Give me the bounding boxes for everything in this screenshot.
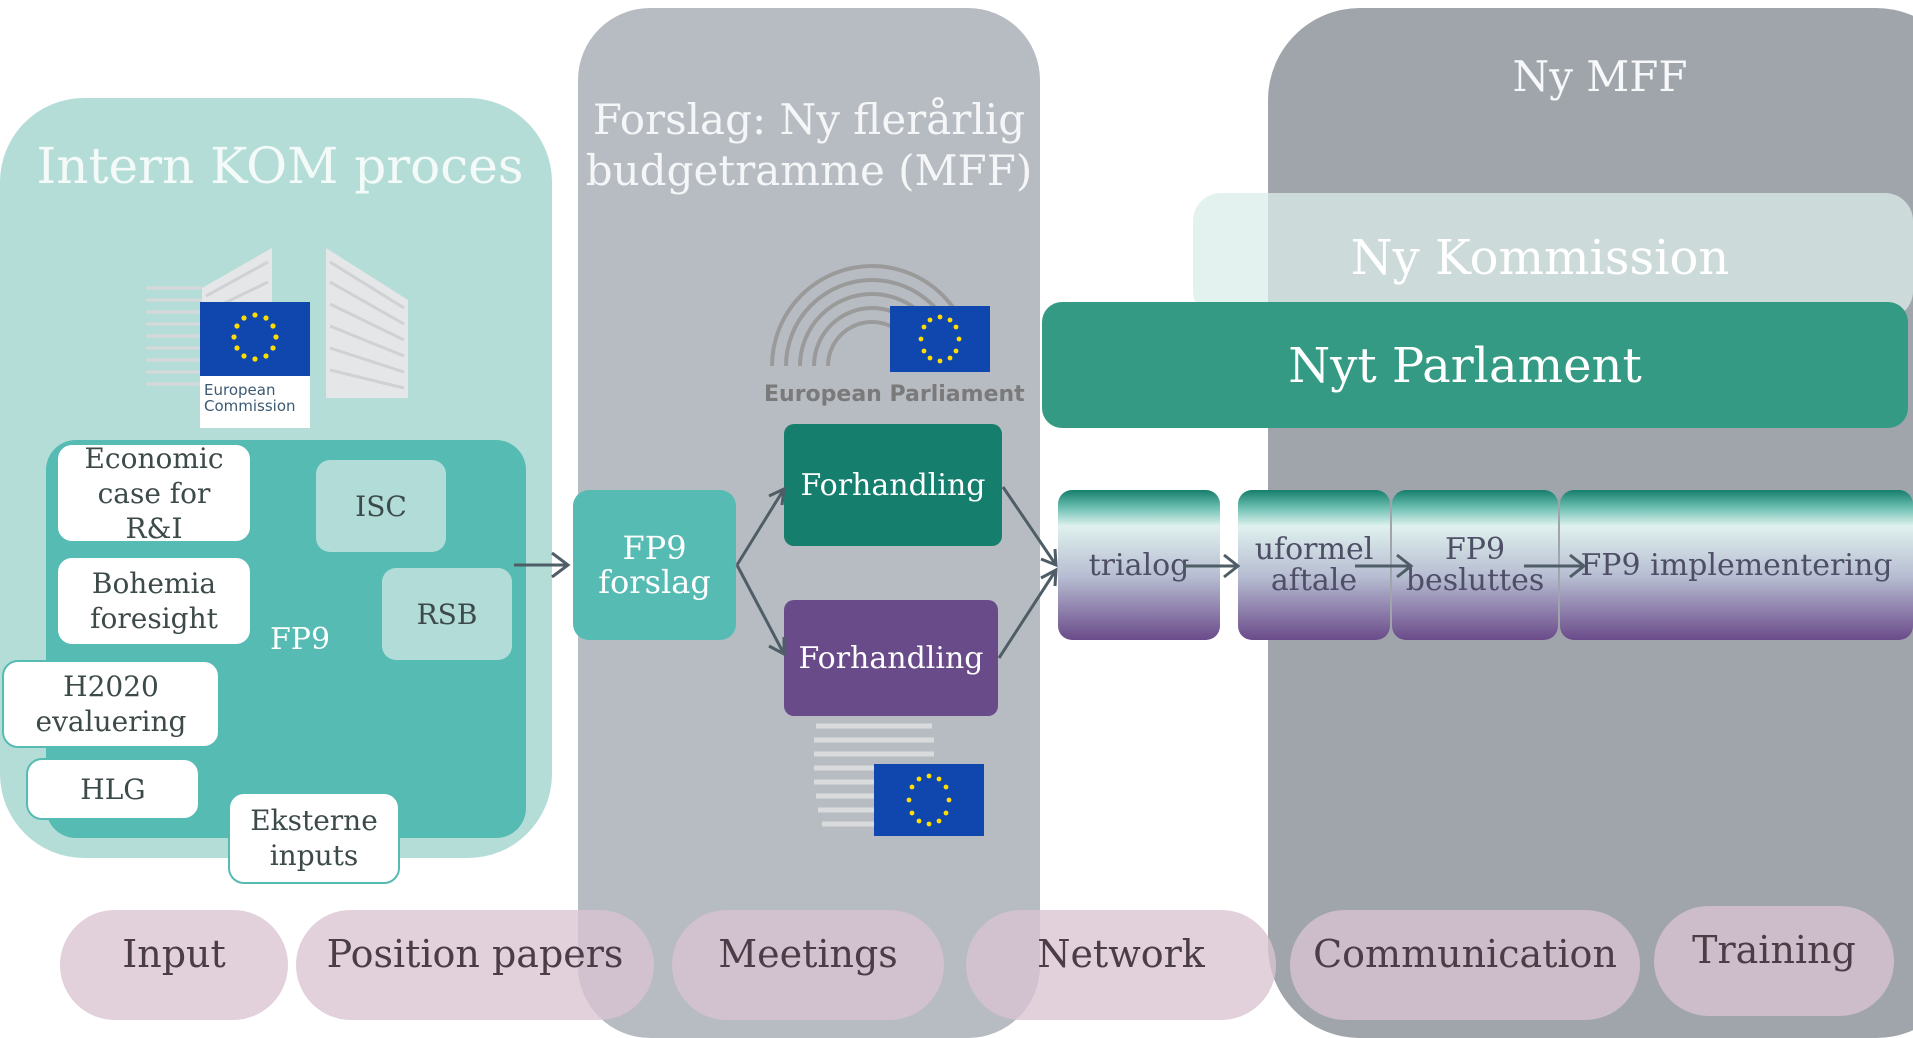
ny-kommission-band — [1193, 193, 1913, 319]
pill-position-papers[interactable]: Position papers — [296, 910, 654, 1020]
rsb-box: RSB — [382, 568, 512, 660]
arrow-fp9-to-forslag — [514, 551, 571, 579]
uformel-aftale-box: uformel aftale — [1238, 490, 1390, 640]
parliament-hemicycle-icon — [770, 264, 990, 372]
forhandling-council-box: Forhandling — [784, 600, 998, 716]
fp9-label: FP9 — [269, 621, 331, 657]
arrow-forhandling-top-to-trialog — [1001, 486, 1058, 568]
intern-kom-title: Intern KOM proces — [36, 137, 524, 195]
ny-kommission-label: Ny Kommission — [1350, 230, 1730, 286]
arrow-besluttes-to-implementering — [1524, 553, 1587, 579]
commission-logo-text: European Commission — [204, 381, 296, 415]
fp9-implementering-box: FP9 implementering — [1560, 490, 1913, 640]
bohemia-foresight-box: Bohemia foresight — [56, 556, 252, 646]
nyt-parlament-label: Nyt Parlament — [1288, 338, 1642, 394]
h2020-evaluering-box: H2020 evaluering — [2, 660, 220, 748]
forhandling-parliament-box: Forhandling — [784, 424, 1002, 546]
pill-input[interactable]: Input — [60, 910, 288, 1020]
european-commission-logo: European Commission — [146, 248, 408, 430]
economic-case-box: Economic case for R&I — [56, 442, 252, 545]
european-parliament-logo: European Parliament — [762, 256, 1025, 412]
pill-training[interactable]: Training — [1654, 906, 1894, 1016]
isc-box: ISC — [316, 460, 446, 552]
nyt-parlament-band — [1042, 302, 1908, 428]
ny-mff-title: Ny MFF — [1512, 51, 1688, 101]
pill-meetings[interactable]: Meetings — [672, 910, 944, 1020]
fp9-besluttes-box: FP9 besluttes — [1392, 490, 1558, 640]
arrow-forslag-to-forhandling-top — [735, 486, 786, 566]
pill-communication[interactable]: Communication — [1290, 910, 1640, 1020]
arrow-forhandling-bottom-to-trialog — [997, 567, 1058, 659]
arrow-forslag-to-forhandling-bottom — [735, 564, 786, 657]
eksterne-inputs-box: Eksterne inputs — [228, 792, 400, 884]
arrow-trialog-to-uformel — [1184, 553, 1241, 579]
arrow-uformel-to-besluttes — [1355, 553, 1414, 579]
parliament-logo-text: European Parliament — [764, 382, 1025, 407]
flow-arrows — [514, 486, 1587, 659]
commission-building-icon — [146, 248, 408, 428]
fp9-forslag-box: FP9 forslag — [573, 490, 736, 640]
pill-network[interactable]: Network — [966, 910, 1276, 1020]
mff-proposal-title: Forslag: Ny flerårlig budgetramme (MFF) — [585, 95, 1033, 195]
hlg-box: HLG — [26, 758, 200, 820]
